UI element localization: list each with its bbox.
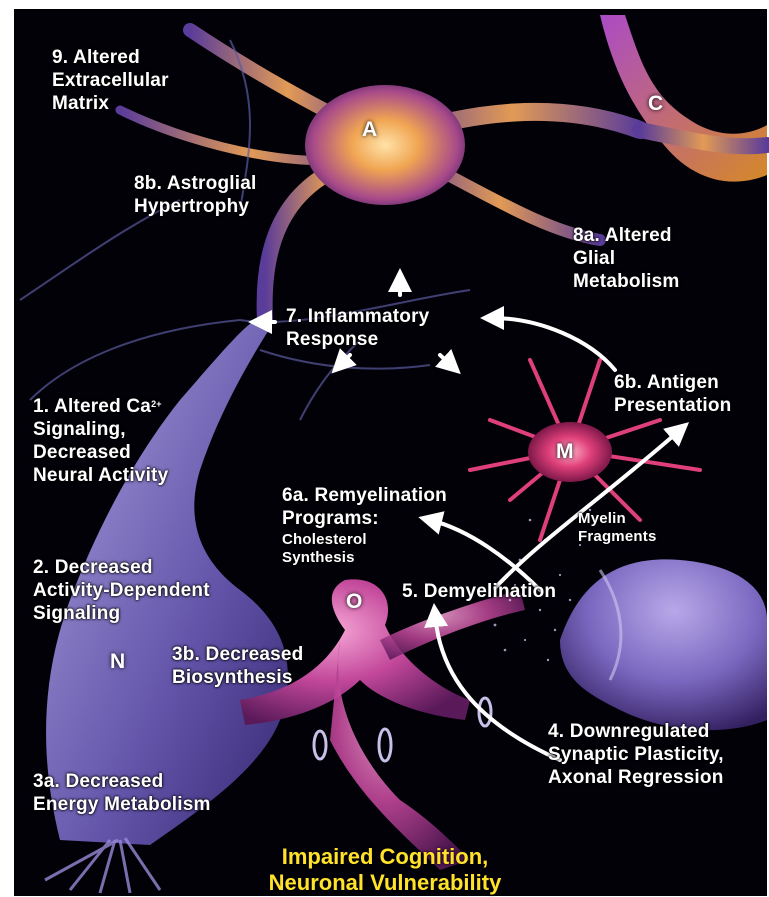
label-astroglial-hypertrophy: 8b. Astroglial Hypertrophy [134, 172, 256, 218]
cell-label-microglia: M [556, 440, 574, 464]
label-downregulated-synaptic-plasticity: 4. Downregulated Synaptic Plasticity, Ax… [548, 720, 724, 789]
label-decreased-neural-activity: Signaling, Decreased Neural Activity [33, 418, 168, 487]
cell-label-capillary: C [648, 92, 663, 116]
label-decreased-energy-metabolism: 3a. Decreased Energy Metabolism [33, 770, 211, 816]
label-altered-glial-metabolism: 8a. Altered Glial Metabolism [573, 224, 680, 293]
label-altered-extracellular-matrix: 9. Altered Extracellular Matrix [52, 46, 169, 115]
label-altered-ca-text: 1. Altered Ca [33, 396, 151, 417]
cell-label-astrocyte: A [362, 118, 377, 142]
label-cholesterol-synthesis: Cholesterol Synthesis [282, 531, 367, 567]
astrocyte-body [305, 85, 465, 205]
footer-impaired-cognition: Impaired Cognition, Neuronal Vulnerabili… [200, 844, 570, 896]
cell-label-oligodendrocyte: O [346, 590, 362, 614]
label-antigen-presentation: 6b. Antigen Presentation [614, 371, 732, 417]
cell-label-neuron: N [110, 650, 125, 674]
label-myelin-fragments: Myelin Fragments [578, 510, 657, 546]
label-remyelination-programs: 6a. Remyelination Programs: [282, 484, 447, 530]
label-demyelination: 5. Demyelination [402, 580, 556, 603]
label-altered-ca-signaling: 1. Altered Ca2+ [33, 395, 162, 418]
label-ca-superscript: 2+ [151, 399, 162, 409]
label-decreased-biosynthesis: 3b. Decreased Biosynthesis [172, 643, 303, 689]
label-decreased-activity-dependent-signaling: 2. Decreased Activity-Dependent Signalin… [33, 556, 210, 625]
label-inflammatory-response: 7. Inflammatory Response [286, 305, 429, 351]
